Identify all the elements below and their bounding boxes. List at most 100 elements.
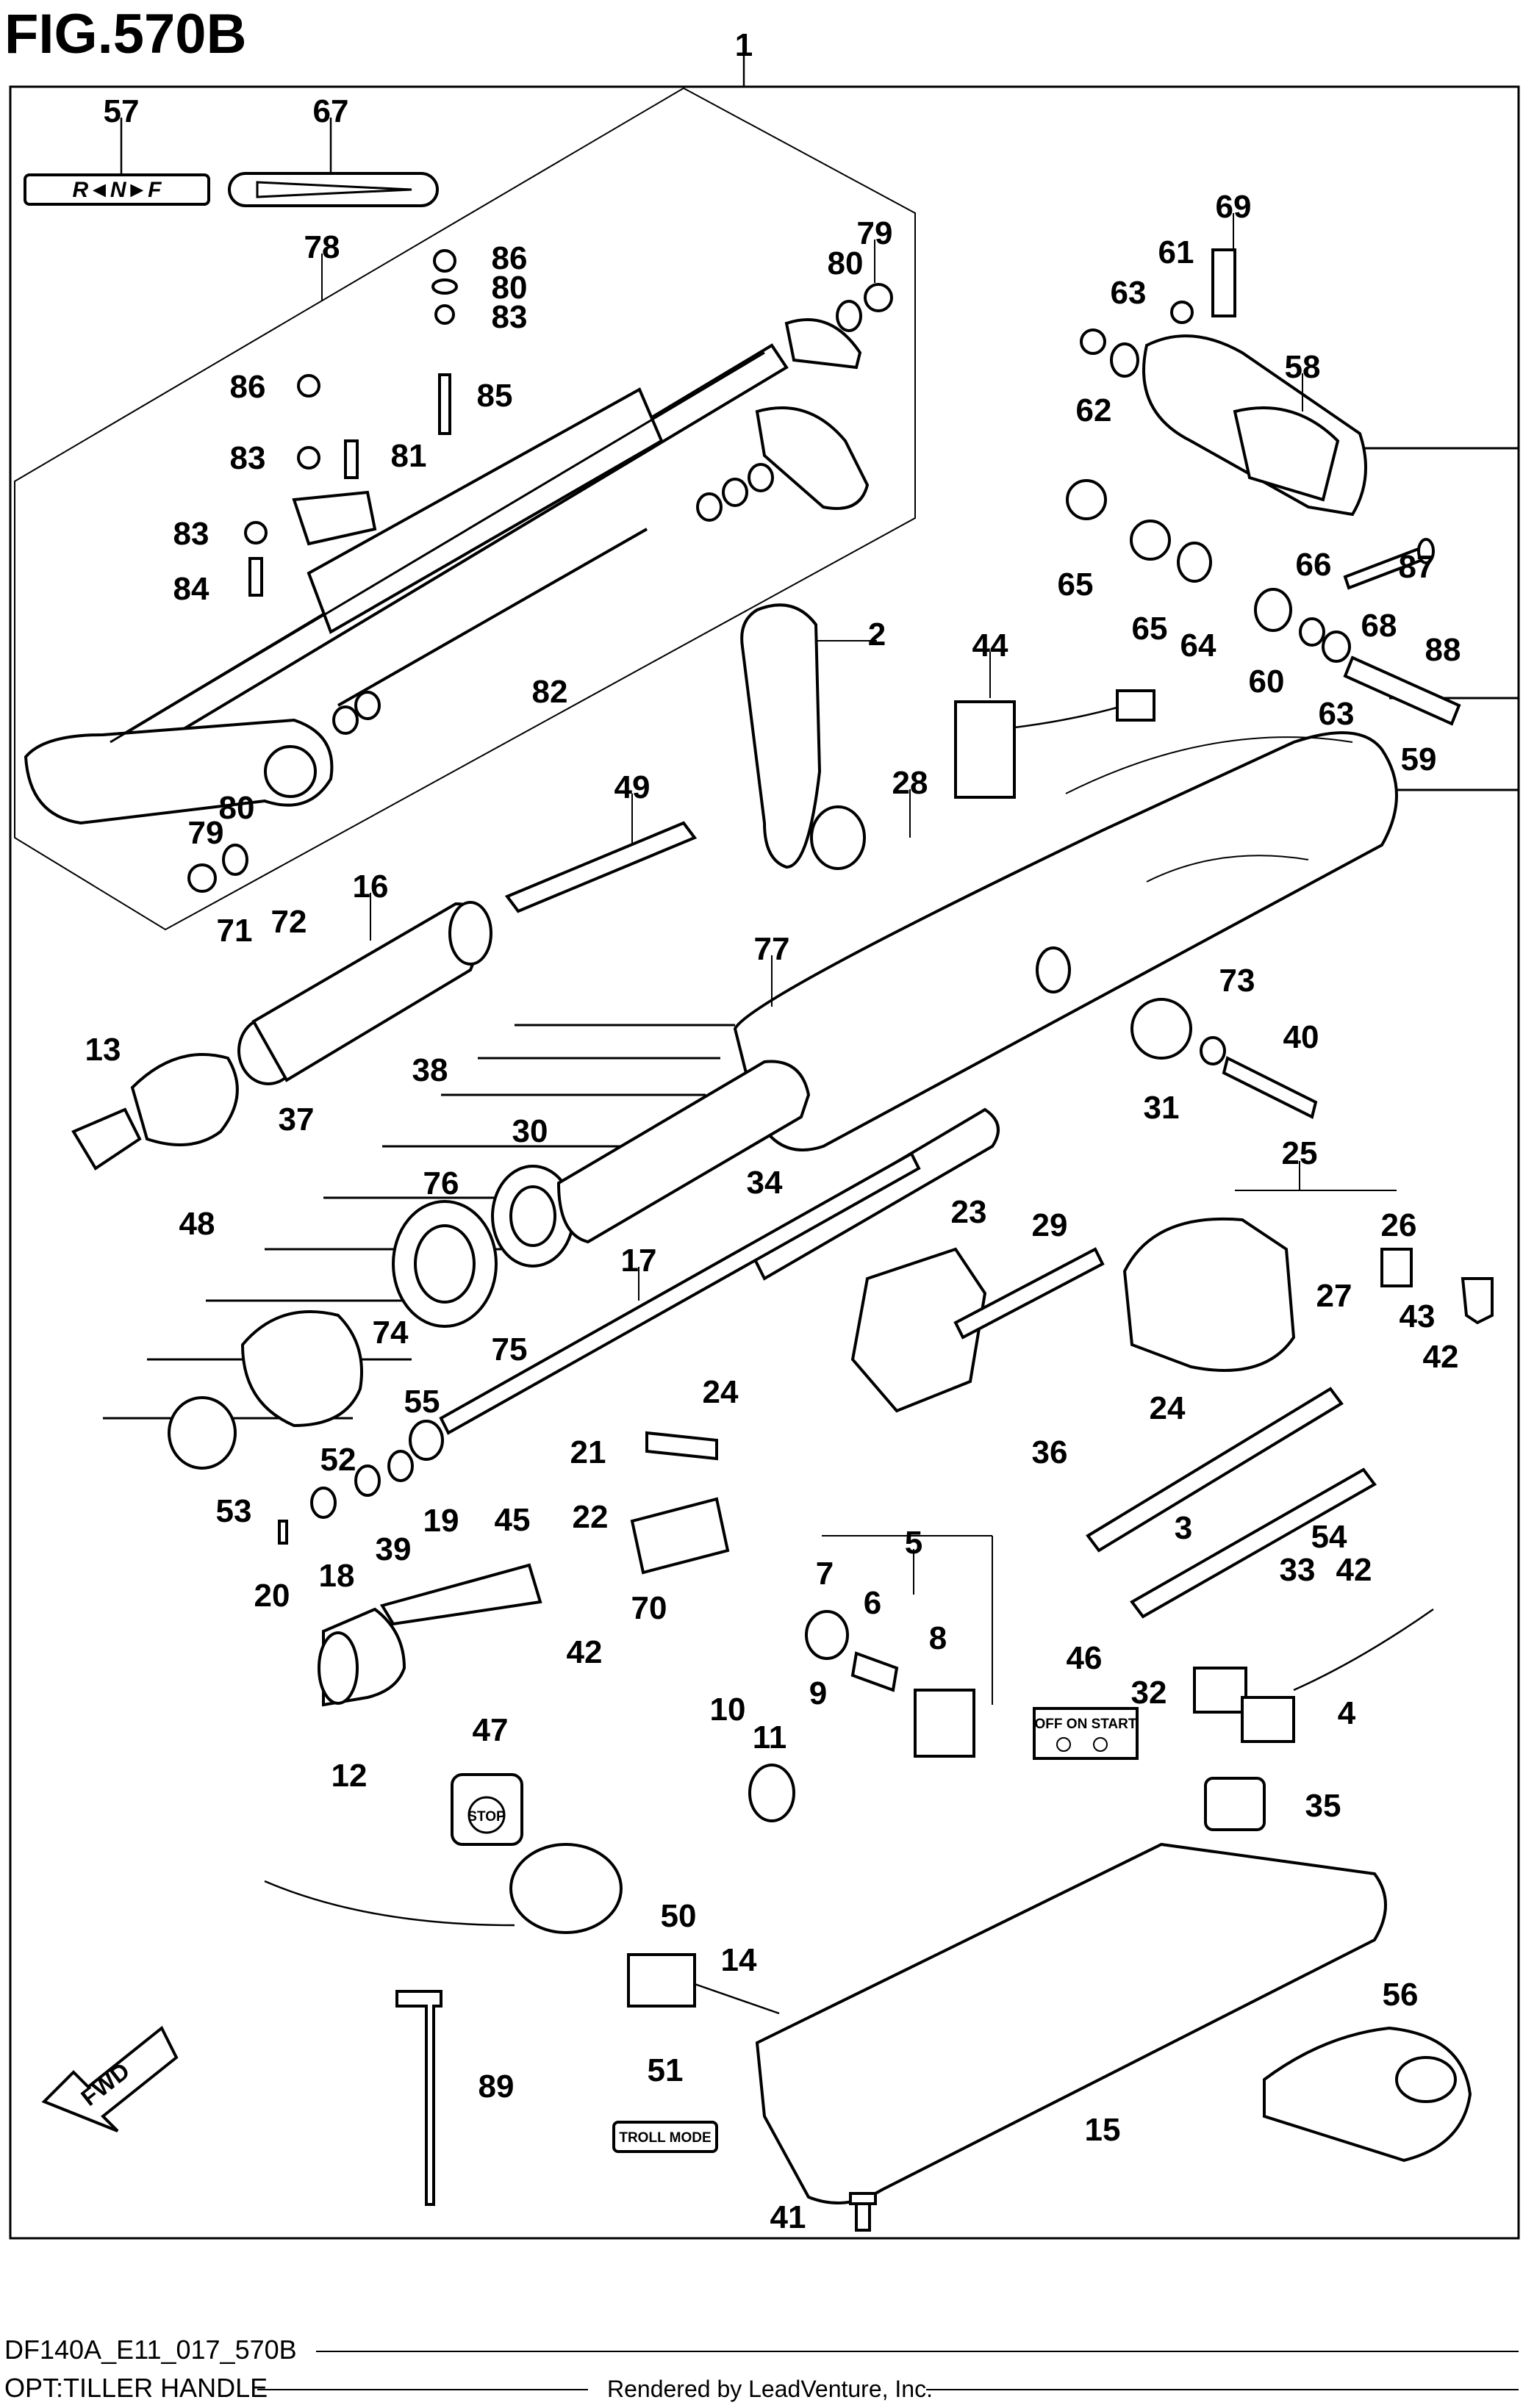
callout-62: 62 — [1076, 392, 1112, 428]
callout-80: 80 — [219, 790, 255, 826]
callout-16: 16 — [353, 869, 389, 905]
callout-46: 46 — [1067, 1640, 1103, 1676]
callout-65: 65 — [1132, 611, 1168, 647]
callout-84: 84 — [173, 571, 209, 607]
callout-13: 13 — [85, 1032, 121, 1068]
callout-58: 58 — [1285, 349, 1321, 385]
callout-48: 48 — [179, 1206, 215, 1242]
callout-2: 2 — [868, 617, 886, 653]
callout-63: 63 — [1111, 275, 1147, 311]
svg-text:STOP: STOP — [467, 1809, 506, 1825]
leader-lines — [321, 213, 1397, 1705]
part-76-plate — [392, 1200, 498, 1328]
callout-74: 74 — [373, 1315, 409, 1351]
callout-56: 56 — [1383, 1977, 1419, 2013]
callout-42: 42 — [1423, 1339, 1459, 1375]
callout-34: 34 — [747, 1165, 783, 1201]
callout-3: 3 — [1175, 1510, 1192, 1546]
callout-32: 32 — [1131, 1675, 1167, 1711]
option-label: OPT:TILLER HANDLE — [4, 2373, 268, 2403]
callout-15: 15 — [1085, 2112, 1121, 2148]
callout-83: 83 — [492, 299, 528, 335]
callout-9: 9 — [809, 1675, 827, 1711]
part-57-shift-decal: R◄N►F — [24, 173, 210, 206]
part-56-clamp — [1263, 2026, 1472, 2163]
fwd-arrow-icon: FWD — [41, 2025, 179, 2132]
callout-1: 1 — [735, 27, 753, 63]
callout-19: 19 — [423, 1503, 459, 1539]
assembly-frame — [9, 85, 1520, 2240]
part-17-shaft — [439, 1151, 921, 1435]
callout-54: 54 — [1311, 1519, 1347, 1555]
callout-60: 60 — [1249, 664, 1285, 700]
callout-65: 65 — [1058, 567, 1094, 603]
callout-86: 86 — [230, 369, 266, 405]
callout-12: 12 — [332, 1758, 368, 1794]
part-51-troll-decal: TROLL MODE — [612, 2121, 718, 2153]
part-78-shift-linkage — [24, 249, 893, 893]
part-19-spring-set — [278, 1420, 444, 1545]
callout-33: 33 — [1280, 1552, 1316, 1588]
callout-64: 64 — [1180, 628, 1216, 664]
part-49-throttle-link — [504, 821, 698, 913]
part-12-grip-sleeve — [318, 1607, 406, 1707]
model-code: DF140A_E11_017_570B — [4, 2335, 297, 2365]
callout-11: 11 — [753, 1719, 787, 1755]
callout-66: 66 — [1296, 547, 1332, 583]
callout-44: 44 — [972, 628, 1008, 664]
callout-86: 86 — [492, 240, 528, 276]
figure-title: FIG.570B — [4, 3, 246, 65]
callout-85: 85 — [477, 378, 513, 414]
callout-68: 68 — [1361, 608, 1397, 644]
callout-82: 82 — [532, 674, 568, 710]
callout-78: 78 — [304, 229, 340, 265]
part-15-lower-case — [755, 1842, 1387, 2204]
part-22-clamp — [630, 1497, 730, 1575]
callout-71: 71 — [217, 913, 253, 949]
callout-73: 73 — [1219, 963, 1255, 999]
callout-72: 72 — [271, 904, 307, 940]
callout-41: 41 — [770, 2199, 806, 2235]
callout-36: 36 — [1032, 1434, 1068, 1470]
callout-35: 35 — [1305, 1788, 1341, 1824]
callout-42: 42 — [1336, 1552, 1372, 1588]
part-47-stop-decal: STOP — [451, 1773, 523, 1846]
callout-45: 45 — [495, 1502, 531, 1538]
callout-50: 50 — [661, 1898, 697, 1934]
callout-80: 80 — [492, 270, 528, 306]
callout-83: 83 — [173, 516, 209, 552]
part-89-pin — [395, 1990, 442, 2206]
render-credit: Rendered by LeadVenture, Inc. — [607, 2376, 933, 2402]
callout-14: 14 — [721, 1942, 757, 1978]
part-10-lanyard-coil — [264, 1764, 795, 1934]
callout-6: 6 — [864, 1585, 881, 1621]
callout-20: 20 — [254, 1578, 290, 1614]
callout-17: 17 — [621, 1243, 657, 1279]
callout-26: 26 — [1381, 1207, 1417, 1243]
part-21-link-plate — [645, 1431, 718, 1461]
svg-text:TROLL MODE: TROLL MODE — [619, 2130, 711, 2146]
part-48-grip-end — [71, 1053, 239, 1171]
callout-83: 83 — [230, 440, 266, 476]
callout-22: 22 — [573, 1499, 609, 1535]
part-16-throttle-tube — [237, 901, 492, 1085]
subassembly-78-panel — [14, 87, 916, 931]
callout-77: 77 — [754, 931, 790, 967]
part-58-swivel-bracket — [1066, 248, 1461, 726]
part-31-bushing — [1036, 946, 1318, 1119]
callout-40: 40 — [1283, 1019, 1319, 1055]
callout-7: 7 — [816, 1556, 834, 1592]
callout-42: 42 — [567, 1634, 603, 1670]
part-52-throttle-drum — [168, 1310, 363, 1470]
part-30-friction-ring — [491, 1165, 575, 1268]
callout-43: 43 — [1400, 1298, 1436, 1334]
callout-80: 80 — [828, 245, 864, 281]
callout-27: 27 — [1316, 1278, 1352, 1314]
callout-24: 24 — [1150, 1390, 1186, 1426]
callout-51: 51 — [648, 2052, 684, 2088]
part-6-ignition-parts — [805, 1610, 975, 1758]
part-41-screw — [849, 2192, 877, 2232]
callout-75: 75 — [492, 1331, 528, 1367]
